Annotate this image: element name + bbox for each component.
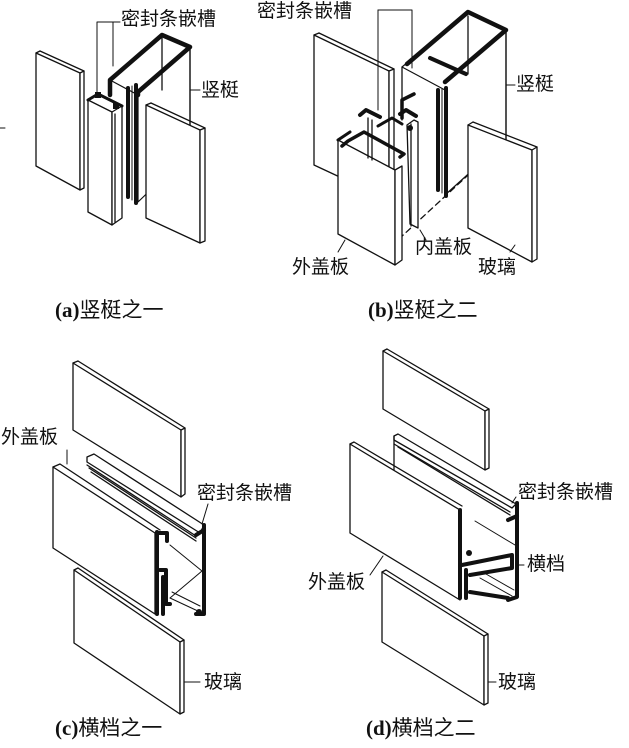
panel-a-label-seal-groove: 密封条嵌槽 [121,8,217,30]
panel-c-bottom-glass [73,567,185,715]
panel-a-front-cover [86,92,124,226]
panel-d-transom-web [474,520,516,597]
panel-c-label-glass: 玻璃 [204,671,243,693]
panel-b-label-glass: 玻璃 [478,256,517,278]
panel-c-transom-section [155,523,206,616]
panel-d-back-rail [393,433,517,516]
panel-a-caption-text: 竖梃之一 [79,298,164,322]
panel-b-label-inner-cover: 内盖板 [415,236,473,258]
panel-a-right-glass [145,102,206,244]
panel-a-leaders [0,21,201,129]
panel-b-right-glass [467,121,538,263]
panel-b-label-seal-groove: 密封条嵌槽 [257,0,353,22]
panel-d-caption-text: 横档之二 [391,716,476,740]
panel-d-groove-dot [466,550,472,556]
panel-b-label-mullion: 竖梃 [516,73,555,95]
panel-c-lower-groove [196,609,202,615]
panel-c-caption-letter: (c) [55,716,79,740]
panel-d-label-transom: 横档 [527,553,566,575]
panel-b-label-outer-cover: 外盖板 [292,256,350,278]
panel-d-leaders [369,496,525,683]
panel-b-leaders [337,9,516,253]
panel-c-leaders [66,449,209,683]
panel-d-bottom-glass [381,569,489,706]
panel-b-drawing [313,9,538,266]
panel-d-caption: (d)横档之二 [366,716,476,740]
panel-d-label-outer-cover: 外盖板 [308,571,366,593]
panel-c-label-seal-groove: 密封条嵌槽 [197,482,293,504]
panel-d-drawing [349,348,525,706]
panel-a-label-mullion: 竖梃 [201,79,240,101]
panel-d-top-glass [382,348,490,471]
panel-c-transom-web [169,544,203,613]
panel-b-caption-text: 竖梃之二 [393,298,478,322]
panel-b-caption-letter: (b) [368,298,394,322]
panel-c-label-outer-cover: 外盖板 [1,426,59,448]
panel-a-caption-letter: (a) [55,298,80,322]
panel-d-caption-letter: (d) [366,716,392,740]
panel-a-left-glass [35,50,85,191]
panel-a-drawing [0,21,206,244]
panel-a-mullion-flanges [126,83,138,205]
panel-c-drawing [52,360,209,715]
panel-a-caption: (a)竖梃之一 [55,298,164,322]
panel-d-label-seal-groove: 密封条嵌槽 [518,481,614,503]
panel-b-caption: (b)竖梃之二 [368,298,478,322]
panel-c-caption: (c)横档之一 [55,716,162,740]
panel-b-inner-cover [398,108,419,229]
panel-c-caption-text: 横档之一 [78,716,163,740]
panel-d-label-glass: 玻璃 [498,671,537,693]
panel-d-transom-section [458,501,519,602]
panel-c-top-glass [72,360,186,498]
panel-b-outer-cover [336,108,406,266]
